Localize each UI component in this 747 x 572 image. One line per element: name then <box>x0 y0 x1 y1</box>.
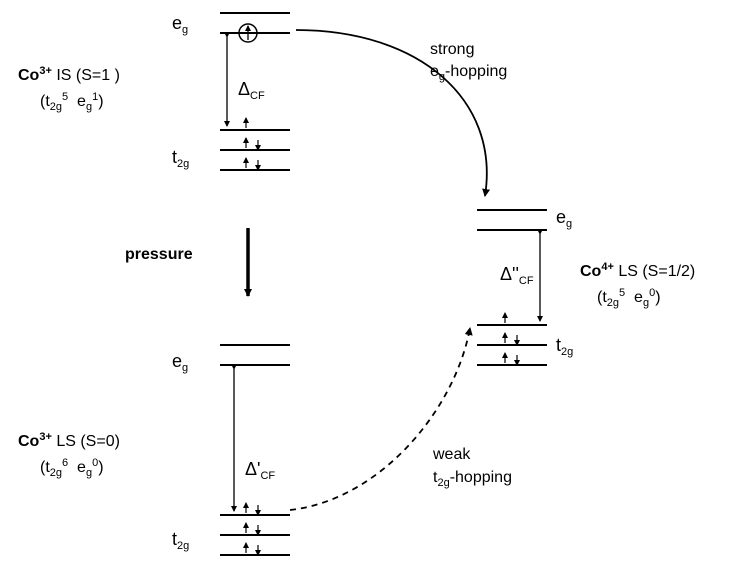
eg-label-is: eg <box>172 13 189 36</box>
co3-ls-levels <box>220 344 290 556</box>
co3-is-config: (t2g5 eg1) <box>40 91 104 113</box>
co4-ls-config: (t2g5 eg0) <box>597 287 661 309</box>
weak-hopping-label-2: t2g-hopping <box>433 469 512 489</box>
t2g-electrons-ls <box>243 502 261 556</box>
t2g-label-is: t2g <box>172 147 190 170</box>
weak-hopping-arrow <box>289 327 473 511</box>
co3-ls-title: Co3+ LS (S=0) <box>18 431 120 450</box>
co3-is-title: Co3+ IS (S=1 ) <box>18 65 120 84</box>
pressure-label: pressure <box>125 246 193 263</box>
t2g-label-co4: t2g <box>556 335 574 358</box>
strong-hopping-label-1: strong <box>430 41 475 58</box>
circled-electron-icon <box>238 23 258 43</box>
co4-ls-levels <box>477 209 547 366</box>
co4-ls-title: Co4+ LS (S=1/2) <box>580 261 696 280</box>
strong-hopping-label-2: eg-hopping <box>430 63 508 83</box>
co3-ls-config: (t2g6 eg0) <box>40 457 104 479</box>
delta-cf-double-prime-label: Δ''CF <box>500 264 534 287</box>
t2g-electrons-is <box>243 117 261 171</box>
weak-hopping-label-1: weak <box>433 446 471 463</box>
eg-label-ls: eg <box>172 351 189 374</box>
strong-hopping-arrow <box>295 29 491 197</box>
delta-cf-prime-label: Δ'CF <box>245 459 276 482</box>
t2g-electrons-co4 <box>502 312 520 366</box>
eg-label-co4: eg <box>556 207 573 230</box>
t2g-label-ls: t2g <box>172 529 190 552</box>
delta-cf-label: ΔCF <box>238 79 265 102</box>
